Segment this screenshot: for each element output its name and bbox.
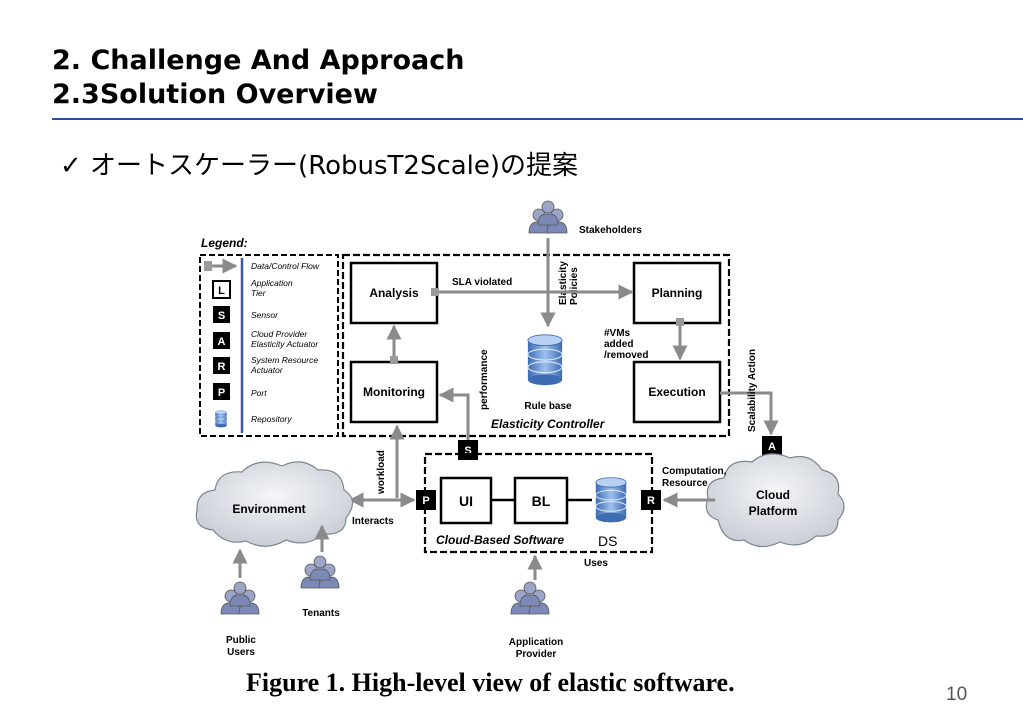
environment-cloud (195, 461, 354, 547)
cloud-platform-label-2: Platform (749, 504, 798, 518)
uses-label: Uses (584, 558, 608, 569)
ui-label: UI (459, 493, 473, 509)
vms-label-1: #VMs (604, 328, 631, 339)
legend-symbol-a: A (218, 336, 226, 348)
interacts-label: Interacts (352, 516, 394, 527)
scalability-action-label: Scalability Action (747, 349, 758, 432)
analysis-label: Analysis (369, 286, 419, 300)
cloud-software-label: Cloud-Based Software (436, 533, 564, 547)
legend-label-sys-1: System Resource (251, 355, 318, 365)
legend-symbol-l: L (218, 285, 225, 297)
vms-label-2: added (604, 339, 633, 350)
cloud-platform-cloud (705, 453, 845, 548)
application-provider-label-1: Application (509, 637, 563, 648)
legend-symbol-r: R (218, 361, 226, 373)
bl-label: BL (532, 493, 551, 509)
environment-label: Environment (232, 502, 305, 516)
computation-label-1: Computation, (662, 466, 727, 477)
figure-caption: Figure 1. High-level view of elastic sof… (246, 668, 735, 697)
elasticity-controller-label: Elasticity Controller (491, 417, 606, 431)
execution-box (632, 360, 722, 424)
bullet-text: ✓ オートスケーラー(RobusT2Scale)の提案 (60, 151, 579, 181)
legend-symbol-s: S (218, 310, 225, 322)
port-p (416, 490, 436, 510)
scalability-action-arrow (720, 391, 779, 436)
legend-label-sys-2: Actuator (250, 365, 284, 375)
legend-label-cloud-1: Cloud Provider (251, 329, 308, 339)
tenants-icon (301, 556, 339, 588)
performance-arrow (438, 387, 470, 440)
policies-label-2: Policies (569, 267, 580, 305)
public-users-icon (221, 582, 259, 614)
workload-label: workload (376, 450, 387, 495)
legend-label-sensor: Sensor (251, 310, 279, 320)
sensor-port (458, 440, 478, 460)
performance-label: performance (479, 349, 490, 410)
vms-label-3: /removed (604, 350, 648, 361)
monitoring-label: Monitoring (363, 385, 425, 399)
planning-box (632, 261, 722, 325)
sensor-port-label: S (464, 445, 471, 457)
port-p-label: P (422, 495, 429, 507)
legend-label-flow: Data/Control Flow (251, 261, 320, 271)
title-divider (52, 118, 1023, 120)
port-r-label: R (647, 495, 655, 507)
sla-violated-label: SLA violated (452, 277, 512, 288)
legend-label-cloud-2: Elasticity Actuator (251, 339, 319, 349)
legend-label-repo: Repository (251, 414, 292, 424)
ui-box (439, 476, 493, 525)
rule-base-icon (527, 334, 563, 386)
application-provider-icon (511, 582, 549, 614)
page-number: 10 (946, 684, 968, 705)
ds-database-icon (595, 477, 627, 523)
legend-repository-icon (215, 410, 227, 428)
legend-label-app-2: Tier (251, 288, 267, 298)
actuator-port-label: A (768, 441, 776, 453)
legend-label-port: Port (251, 388, 267, 398)
legend-label-app-1: Application (250, 278, 293, 288)
slide-title-line1: 2. Challenge And Approach (52, 45, 465, 76)
legend-symbol-p: P (218, 387, 225, 399)
application-provider-label-2: Provider (516, 649, 557, 660)
public-users-label-2: Users (227, 647, 255, 658)
ds-label: DS (598, 533, 617, 549)
legend-title: Legend: (201, 236, 248, 250)
stakeholders-label: Stakeholders (579, 225, 642, 236)
stakeholders-icon (529, 201, 567, 233)
execution-label: Execution (648, 385, 705, 399)
slide-title-line2: 2.3Solution Overview (52, 79, 378, 110)
rule-base-label: Rule base (524, 401, 572, 412)
legend: Legend: L S A R P Data/Control Flow Appl… (199, 236, 339, 437)
elasticity-controller-boundary (341, 253, 731, 438)
port-r (641, 490, 661, 510)
actuator-port (762, 436, 782, 456)
tenants-label: Tenants (302, 608, 340, 619)
public-users-label-1: Public (226, 635, 256, 646)
computation-label-2: Resource (662, 478, 708, 489)
policies-label-1: Elasticity (558, 261, 569, 305)
cloud-platform-label-1: Cloud (756, 488, 790, 502)
planning-label: Planning (652, 286, 703, 300)
